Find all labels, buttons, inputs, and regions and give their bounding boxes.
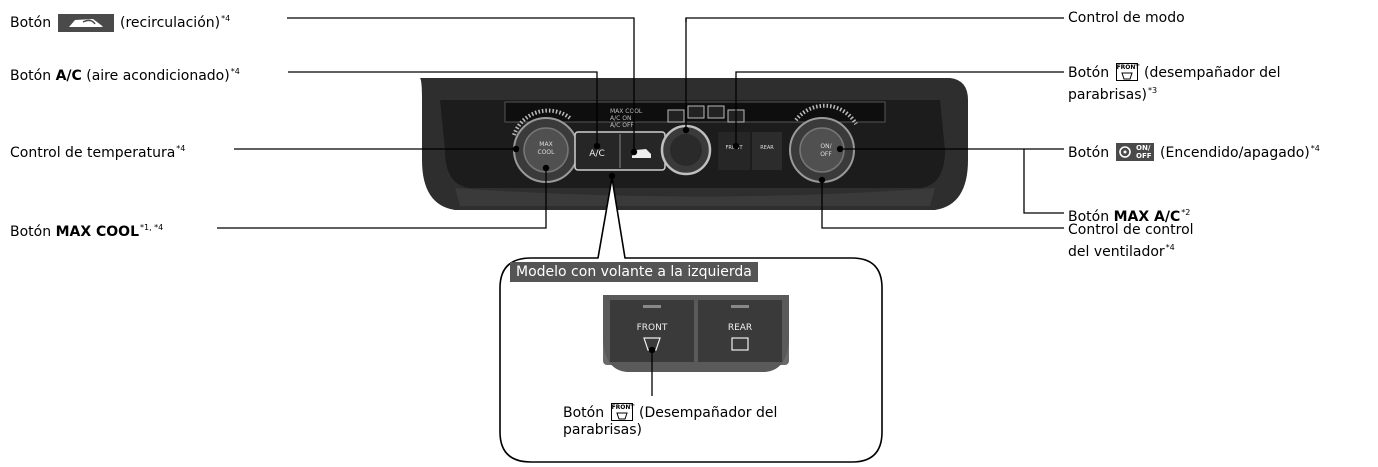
fan-dial[interactable]: ON/ OFF: [789, 117, 855, 183]
fan-control-label: Control de control del ventilador*4: [1068, 222, 1194, 260]
svg-text:MAX COOL: MAX COOL: [610, 108, 643, 115]
climate-control-panel: MAX COOL A/C MAX COOL A/C ON A/C OFF FRO…: [420, 78, 968, 210]
max-ac-button-label: Botón MAX A/C*2: [1068, 208, 1191, 225]
temperature-control-label: Control de temperatura*4: [10, 144, 186, 161]
front-defroster-button-label: Botón FRONT (desempañador del parabrisas…: [1068, 63, 1281, 103]
fan-on-off-icon: ON/ OFF: [1115, 143, 1154, 161]
on-off-button-label: Botón ON/ OFF (Encendido/apagado)*4: [1068, 143, 1320, 161]
mode-control-label: Control de modo: [1068, 10, 1185, 26]
svg-text:FRONT: FRONT: [637, 323, 668, 333]
front-defroster-icon: FRONT: [610, 403, 635, 421]
svg-text:ON/: ON/: [820, 143, 832, 150]
svg-text:A/C: A/C: [589, 149, 604, 159]
callout-defroster-label: Botón FRONT (Desempañador del parabrisas…: [563, 403, 778, 438]
ac-button-label: Botón A/C (aire acondicionado)*4: [10, 67, 240, 84]
recirculation-icon: [57, 14, 114, 32]
svg-text:OFF: OFF: [820, 151, 832, 158]
max-cool-button-label: Botón MAX COOL*1, *4: [10, 223, 164, 240]
svg-text:REAR: REAR: [760, 145, 774, 151]
front-defroster-icon: FRONT: [1115, 63, 1140, 81]
svg-text:COOL: COOL: [538, 149, 556, 156]
svg-text:A/C OFF: A/C OFF: [610, 122, 634, 129]
svg-text:A/C ON: A/C ON: [610, 115, 631, 122]
svg-text:MAX: MAX: [539, 141, 552, 148]
svg-text:REAR: REAR: [728, 323, 752, 333]
callout-title: Modelo con volante a la izquierda: [510, 262, 758, 282]
callout-bubble: FRONT REAR: [499, 177, 883, 463]
recirculation-button-label: Botón (recirculación)*4: [10, 14, 231, 32]
